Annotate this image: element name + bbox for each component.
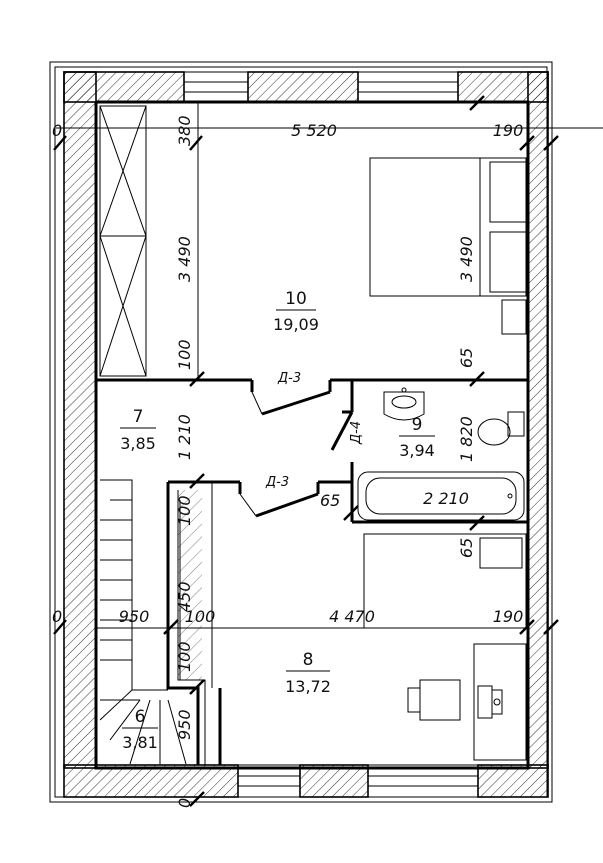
room-6-area: 3,81 [122, 733, 158, 752]
dim-bath-height: 1 820 [457, 416, 476, 462]
dim-stair-950: 950 [175, 709, 194, 740]
inner-outline [94, 100, 530, 770]
room-10-number: 10 [285, 289, 307, 309]
door-d3-lower-label: Д-3 [265, 475, 289, 490]
dimension-ticks [53, 95, 603, 807]
dim-wall-65-b: 65 [320, 491, 340, 510]
dim-right-height: 3 490 [457, 236, 476, 282]
room-9-number: 9 [412, 415, 423, 435]
doors [238, 380, 354, 518]
bed [369, 157, 527, 335]
dim-top-left: 380 [175, 115, 194, 146]
dim-wall-100-c: 100 [175, 641, 194, 672]
dim-wall-65-a: 65 [457, 348, 476, 368]
sofa [363, 533, 527, 629]
dim-mid-right: 190 [493, 607, 524, 626]
dim-edge-left-mid: 0 [52, 607, 62, 626]
dim-mid-left: 950 [119, 607, 150, 626]
dim-bath-width: 2 210 [423, 489, 469, 508]
dim-top-main: 5 520 [291, 121, 337, 140]
desk [407, 643, 527, 761]
door-d3-upper-label: Д-3 [277, 371, 301, 386]
dim-stair-450: 450 [175, 581, 194, 612]
windows [183, 71, 479, 798]
room-8-area: 13,72 [285, 677, 331, 696]
door-d4-label: Д-4 [349, 421, 364, 445]
dim-edge-bottom: 0 [175, 798, 194, 808]
dim-edge-left-top: 0 [52, 121, 62, 140]
staircase [99, 479, 202, 765]
dim-wall-65-c: 65 [457, 538, 476, 558]
room-9-area: 3,94 [399, 441, 435, 460]
room-10-area: 19,09 [273, 315, 319, 334]
dimension-labels: 380 5 520 190 3 490 3 490 100 65 1 210 1… [52, 115, 523, 808]
room-7-area: 3,85 [120, 434, 156, 453]
dim-wall-100-a: 100 [175, 339, 194, 370]
dim-top-right: 190 [493, 121, 524, 140]
room-labels: 10 19,09 7 3,85 9 3,94 8 13,72 6 3,81 [120, 289, 435, 752]
dim-left-height: 3 490 [175, 236, 194, 282]
room-7-number: 7 [133, 407, 144, 427]
room-8-number: 8 [303, 650, 314, 670]
dim-mid-100: 100 [185, 607, 216, 626]
partitions [96, 102, 528, 765]
wardrobe [99, 105, 147, 377]
dim-hall-height: 1 210 [175, 414, 194, 460]
dim-wall-100-b: 100 [175, 495, 194, 526]
room-6-number: 6 [135, 707, 146, 727]
bathroom-fixtures [357, 387, 525, 521]
dim-mid-main: 4 470 [329, 607, 375, 626]
door-labels: Д-3 Д-4 Д-3 [265, 371, 364, 490]
